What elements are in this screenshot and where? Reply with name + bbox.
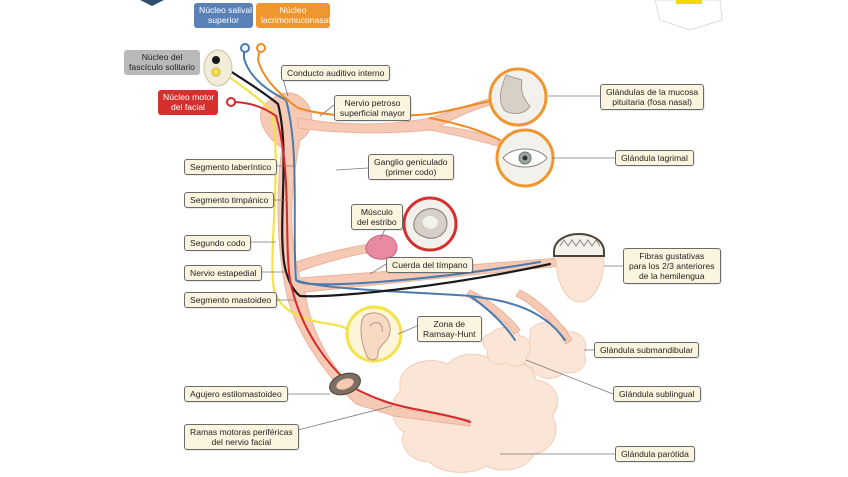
nervio-estapedial-label: Nervio estapedial [184,265,263,281]
zona-ramsay-hunt-label: Zona de Ramsay-Hunt [417,316,482,342]
nuclei-origin [203,43,266,107]
segmento-mastoideo-label: Segmento mastoideo [184,292,278,308]
glandula-lagrimal-label: Glándula lagrimal [615,150,694,166]
fiber-gustatory [212,64,362,342]
nucleus-salival-label: Núcleo salival superior [194,3,253,28]
fiber-visceral-lagrimal [429,117,501,141]
corner-hexagon-right [654,0,723,31]
glandula-sublingual-label: Glándula sublingual [613,386,701,402]
fiber-secretory [243,45,566,341]
corner-tab-yellow [676,0,702,4]
stapes-icon [402,196,458,252]
nucleus-motor-label: Núcleo motor del facial [158,90,218,115]
parotid-gland-shape [391,353,558,473]
glandulas-mucosa-label: Glándulas de la mucosa pituitaria (fosa … [600,84,705,110]
ganglio-geniculado-label: Ganglio geniculado (primer codo) [368,154,454,180]
segmento-laberintico-label: Segmento laberíntico [184,159,278,175]
fiber-motor [231,101,471,423]
glandula-submandibular-label: Glándula submandibular [594,342,700,358]
fibras-gustativas-label: Fibras gustativas para los 2/3 anteriore… [623,248,721,284]
nucleus-lacrimomuconasal-label: Núcleo lacrimomuconasal [256,3,330,28]
cuerda-timpano-label: Cuerda del tímpano [386,257,474,273]
segmento-timpanico-label: Segmento timpánico [184,192,275,208]
sublingual-gland-shape [482,327,531,367]
corner-badge-left [140,0,164,6]
stapes-muscle-shape [365,234,398,260]
nervio-petroso-label: Nervio petroso superficial mayor [334,95,411,121]
musculo-estribo-label: Músculo del estribo [351,204,403,230]
ramas-motoras-label: Ramas motoras periféricas del nervio fac… [184,424,299,450]
nucleus-solitario-label: Núcleo del fascículo solitario [124,50,200,75]
glandula-parotida-label: Glándula parótida [615,446,695,462]
fiber-solitary [212,58,552,298]
conducto-auditivo-label: Conducto auditivo interno [281,65,391,81]
segundo-codo-label: Segundo codo [184,235,252,251]
agujero-estilomastoideo-label: Agujero estilomastoideo [184,386,288,402]
tongue-icon [553,233,605,303]
ear-icon [345,305,403,363]
nose-icon [488,67,548,127]
eye-icon [495,128,555,188]
